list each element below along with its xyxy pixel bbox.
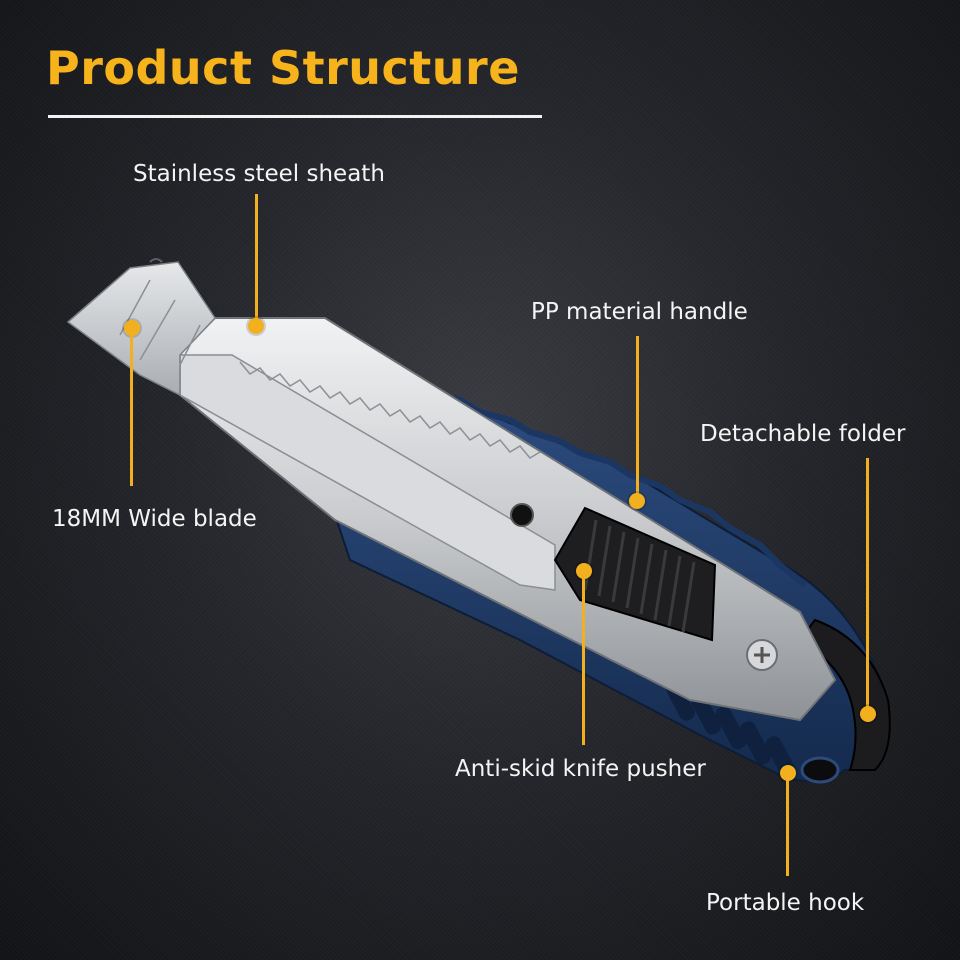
label-pp-material-handle: PP material handle: [531, 299, 748, 325]
leader-line-folder: [866, 458, 869, 710]
marker-dot-sheath: [248, 318, 264, 334]
marker-dot-handle: [629, 493, 645, 509]
marker-dot-hook: [780, 765, 796, 781]
leader-line-handle: [636, 336, 639, 500]
leader-line-pusher: [582, 577, 585, 745]
leader-line-hook: [786, 779, 789, 876]
marker-dot-pusher: [576, 563, 592, 579]
snap-off-blade: [66, 261, 216, 397]
label-anti-skid-knife-pusher: Anti-skid knife pusher: [455, 756, 706, 782]
label-portable-hook: Portable hook: [706, 890, 865, 916]
leader-line-blade: [130, 334, 133, 486]
label-stainless-steel-sheath: Stainless steel sheath: [133, 161, 385, 187]
title-underline: [48, 115, 542, 118]
label-detachable-folder: Detachable folder: [700, 421, 906, 447]
detachable-folder-part: [798, 618, 891, 771]
portable-hook-hole: [800, 756, 840, 784]
marker-dot-folder: [860, 706, 876, 722]
page-title: Product Structure: [46, 41, 520, 95]
rivet: [510, 503, 534, 527]
leader-line-sheath: [255, 194, 258, 324]
knife-pusher: [553, 506, 717, 642]
screw: [746, 639, 778, 671]
marker-dot-blade: [124, 320, 140, 336]
label-18mm-wide-blade: 18MM Wide blade: [52, 506, 257, 532]
